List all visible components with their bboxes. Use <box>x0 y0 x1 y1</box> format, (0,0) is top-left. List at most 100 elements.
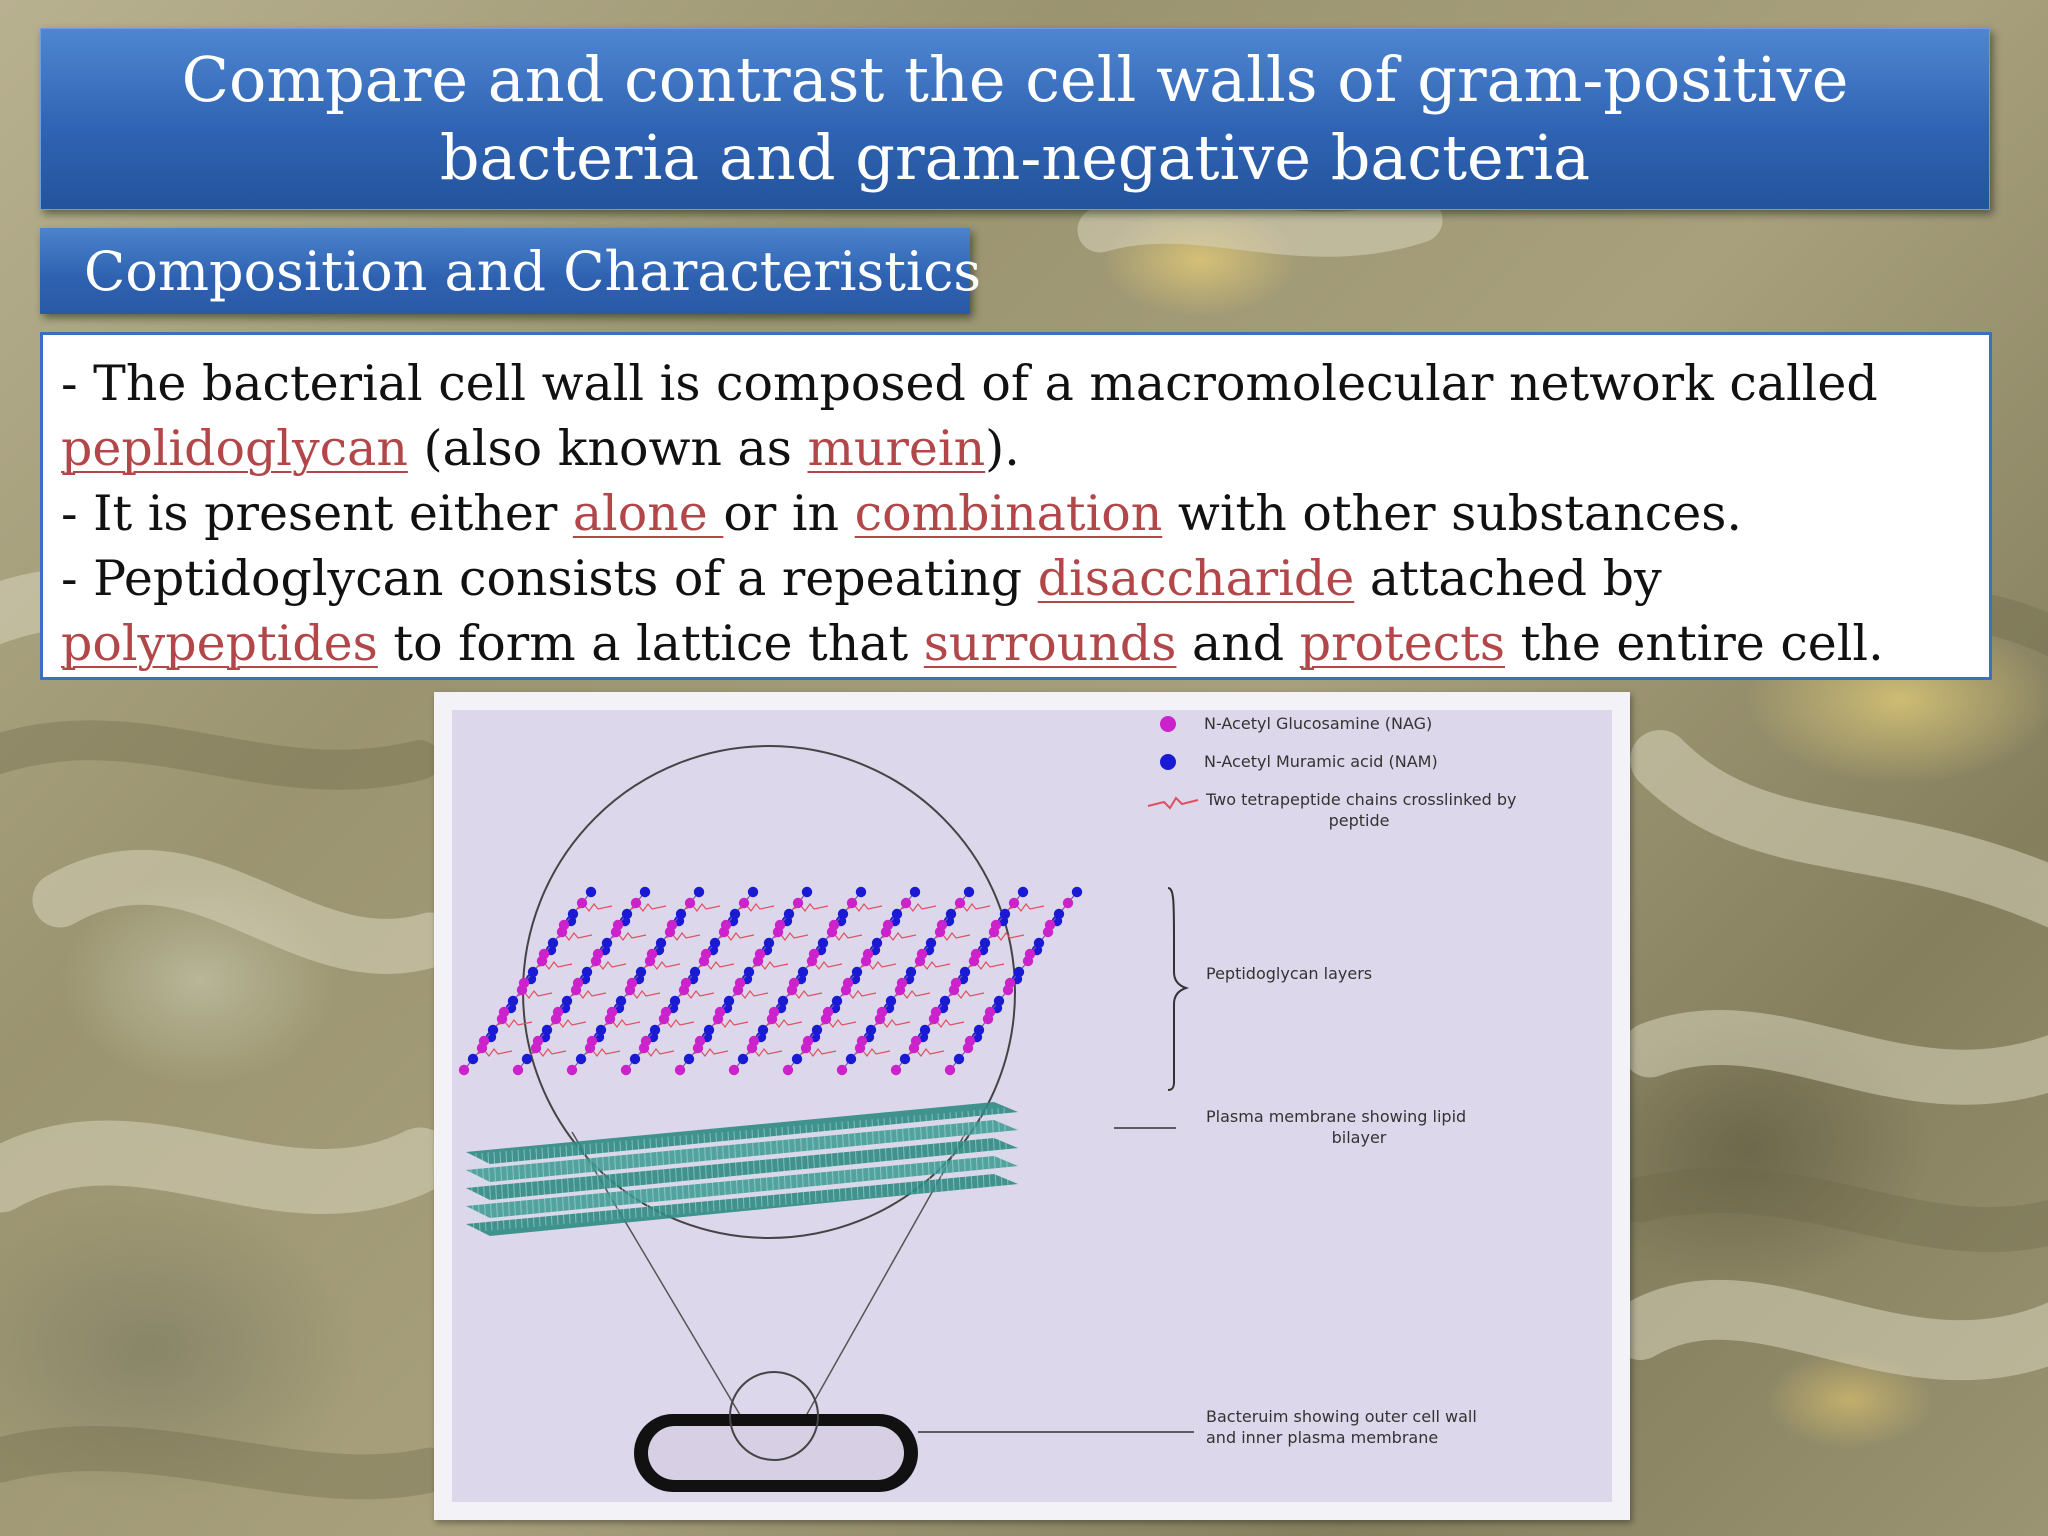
nag-molecule <box>944 1064 956 1076</box>
nam-molecule <box>1053 908 1065 920</box>
nag-molecule <box>606 1006 618 1018</box>
nam-molecule <box>817 937 829 949</box>
nag-molecule <box>566 1064 578 1076</box>
nag-molecule <box>592 948 604 960</box>
nag-molecule <box>896 977 908 989</box>
membrane-hatch-line <box>577 1144 583 1223</box>
nam-molecule <box>905 966 917 978</box>
nam-molecule <box>639 886 651 898</box>
membrane-hatch-line <box>529 1148 535 1227</box>
membrane-hatch-line <box>679 1135 685 1214</box>
keyword-link-disaccharide[interactable]: disaccharide <box>1037 550 1355 607</box>
nam-molecule <box>737 1053 749 1065</box>
membrane-hatch-line <box>685 1135 691 1214</box>
nag-molecule <box>792 897 804 909</box>
nam-molecule <box>675 908 687 920</box>
keyword-link-protects[interactable]: protects <box>1299 615 1505 672</box>
nag-molecule <box>954 897 966 909</box>
nag-legend-marker <box>1160 716 1176 732</box>
keyword-link-murein[interactable]: murein <box>807 420 986 477</box>
nam-legend-label: N-Acetyl Muramic acid (NAM) <box>1204 752 1438 771</box>
membrane-hatch-line <box>811 1124 817 1203</box>
nam-molecule <box>845 1053 857 1065</box>
nam-molecule <box>521 1053 533 1065</box>
nag-molecule <box>788 977 800 989</box>
membrane-hatch-line <box>715 1132 721 1211</box>
diagram-svg: N-Acetyl Glucosamine (NAG) N-Acetyl Mura… <box>452 710 1612 1502</box>
nag-molecule <box>754 948 766 960</box>
text-span: or in <box>723 485 855 542</box>
membrane-hatch-line <box>667 1136 673 1215</box>
nag-molecule <box>558 919 570 931</box>
membrane-hatch-line <box>613 1141 619 1220</box>
nam-molecule <box>899 1053 911 1065</box>
nag-molecule <box>748 1035 760 1047</box>
nam-molecule <box>621 908 633 920</box>
nag-molecule <box>890 1064 902 1076</box>
membrane-label-2: bilayer <box>1332 1128 1387 1147</box>
nag-molecule <box>498 1006 510 1018</box>
membrane-hatch-line <box>751 1129 757 1208</box>
membrane-hatch-line <box>553 1146 559 1225</box>
membrane-hatch-line <box>727 1131 733 1210</box>
nag-molecule <box>876 1006 888 1018</box>
nam-molecule <box>683 1053 695 1065</box>
peptide-legend-marker <box>1147 796 1199 810</box>
nag-molecule <box>1008 897 1020 909</box>
keyword-link-peplidoglycan[interactable]: peplidoglycan <box>61 420 408 477</box>
membrane-hatch-line <box>559 1146 565 1225</box>
nam-molecule <box>763 937 775 949</box>
membrane-hatch-line <box>979 1109 985 1188</box>
nag-molecule <box>680 977 692 989</box>
keyword-link-polypeptides[interactable]: polypeptides <box>61 615 378 672</box>
nam-molecule <box>831 995 843 1007</box>
text-span: with other substances. <box>1162 485 1742 542</box>
section-heading: Composition and Characteristics <box>84 239 982 303</box>
nam-molecule <box>837 908 849 920</box>
bacterium-label-2: and inner plasma membrane <box>1206 1428 1438 1447</box>
membrane-hatch-line <box>481 1152 487 1231</box>
membrane-hatch-line <box>523 1149 529 1228</box>
nam-molecule <box>601 937 613 949</box>
membrane-hatch-line <box>619 1140 625 1220</box>
nam-molecule <box>689 966 701 978</box>
membrane-hatch-line <box>883 1118 889 1197</box>
membrane-hatch-line <box>829 1122 835 1201</box>
membrane-hatch-line <box>889 1117 895 1196</box>
nam-molecule <box>669 995 681 1007</box>
membrane-hatch-line <box>823 1123 829 1202</box>
nag-molecule <box>630 897 642 909</box>
membrane-hatch-line <box>865 1119 871 1198</box>
nam-molecule <box>885 995 897 1007</box>
nam-molecule <box>891 908 903 920</box>
nag-molecule <box>768 1006 780 1018</box>
nag-molecule <box>620 1064 632 1076</box>
membrane-hatch-line <box>913 1115 919 1194</box>
body-line-1: - The bacterial cell wall is composed of… <box>61 351 1971 416</box>
nam-molecule <box>1071 886 1083 898</box>
nag-molecule <box>728 1064 740 1076</box>
keyword-link-combination[interactable]: combination <box>854 485 1163 542</box>
nag-molecule <box>822 1006 834 1018</box>
text-span: attached by <box>1354 550 1662 607</box>
keyword-link-alone[interactable]: alone <box>572 485 724 542</box>
membrane-hatch-line <box>877 1118 883 1197</box>
membrane-hatch-line <box>961 1111 967 1190</box>
nam-molecule <box>585 886 597 898</box>
text-span: - The bacterial cell wall is composed of… <box>61 355 1878 412</box>
nam-molecule <box>1017 886 1029 898</box>
nag-molecule <box>882 919 894 931</box>
membrane-hatch-line <box>775 1127 781 1206</box>
nag-molecule <box>720 919 732 931</box>
nam-molecule <box>973 1024 985 1036</box>
membrane-hatch-line <box>721 1132 727 1211</box>
nag-molecule <box>916 948 928 960</box>
membrane-hatch-line <box>535 1148 541 1227</box>
nag-molecule <box>612 919 624 931</box>
keyword-link-surrounds[interactable]: surrounds <box>923 615 1177 672</box>
membrane-hatch-line <box>901 1116 907 1195</box>
nag-molecule <box>512 1064 524 1076</box>
membrane-hatch-line <box>973 1110 979 1189</box>
membrane-hatch-line <box>871 1119 877 1198</box>
nam-molecule <box>615 995 627 1007</box>
